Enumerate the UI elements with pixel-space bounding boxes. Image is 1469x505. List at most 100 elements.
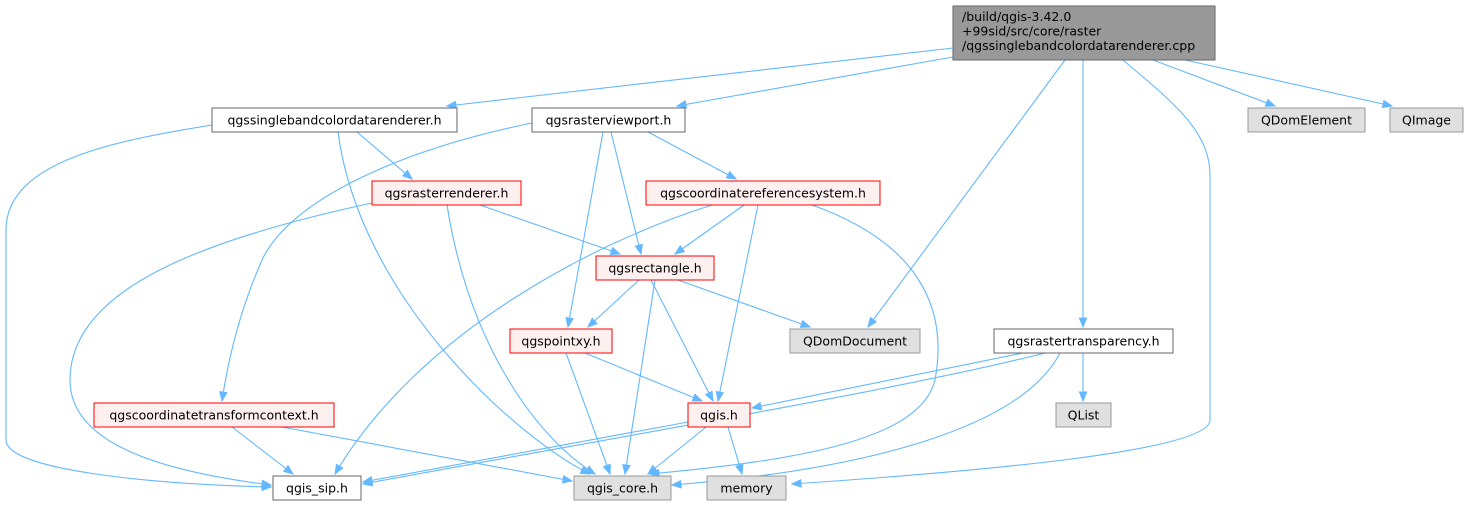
node-box bbox=[272, 475, 362, 501]
node-box bbox=[93, 402, 335, 428]
edge-arrowhead bbox=[750, 401, 763, 411]
edge-arrowhead bbox=[602, 463, 611, 476]
edge-qgssinglebandcolordatarenderer_h-to-qgsrasterrenderer_h bbox=[356, 131, 414, 180]
node-qgis-sip-h[interactable]: qgis_sip.h bbox=[272, 475, 362, 501]
edge-line bbox=[567, 131, 604, 328]
node-box bbox=[789, 328, 921, 354]
edge-arrowhead bbox=[361, 476, 374, 485]
edge-arrowhead bbox=[670, 479, 682, 489]
edge-line bbox=[717, 204, 759, 402]
edge-root-to-memory bbox=[790, 59, 1211, 488]
node-box bbox=[531, 107, 686, 133]
edge-arrowhead bbox=[445, 100, 457, 110]
node-memory: memory bbox=[706, 475, 787, 501]
edge-line bbox=[649, 204, 939, 475]
edge-qgsrastertransparency_h-to-qgis_h bbox=[750, 352, 1024, 411]
edge-arrowhead bbox=[646, 464, 659, 475]
node-box bbox=[211, 107, 458, 133]
node-qgis-core-h: qgis_core.h bbox=[573, 475, 672, 501]
edge-arrowhead bbox=[334, 463, 344, 476]
edge-line bbox=[231, 426, 294, 475]
node-qgscoordinatereferencesystem-h[interactable]: qgscoordinatereferencesystem.h bbox=[645, 180, 881, 206]
edge-line bbox=[362, 421, 689, 483]
node-box bbox=[1389, 107, 1464, 133]
node-label: qgsrasterrenderer.h bbox=[385, 186, 509, 201]
edge-arrowhead bbox=[1381, 99, 1394, 109]
node-box bbox=[645, 180, 881, 206]
edge-qgsrectangle_h-to-qgis_core_h bbox=[622, 279, 656, 476]
node-qgssinglebandcolordatarenderer-h[interactable]: qgssinglebandcolordatarenderer.h bbox=[211, 107, 458, 133]
edge-arrowhead bbox=[1078, 317, 1088, 329]
edge-line bbox=[624, 279, 656, 475]
node-qgsrasterviewport-h[interactable]: qgsrasterviewport.h bbox=[531, 107, 686, 133]
node-qimage: QImage bbox=[1389, 107, 1464, 133]
node-label: QDomElement bbox=[1261, 113, 1352, 128]
node-label: memory bbox=[720, 481, 773, 496]
edge-arrowhead bbox=[725, 170, 738, 180]
node-label: qgsrectangle.h bbox=[608, 261, 701, 276]
edge-arrowhead bbox=[673, 244, 686, 255]
node-box bbox=[687, 402, 751, 428]
node-label: +99sid/src/core/raster bbox=[962, 24, 1102, 39]
node-box bbox=[595, 255, 715, 281]
node-root[interactable]: /build/qgis-3.42.0+99sid/src/core/raster… bbox=[952, 5, 1216, 61]
edge-qgsrectangle_h-to-qgis_h bbox=[650, 279, 714, 403]
node-box bbox=[1247, 107, 1366, 133]
edge-qgsrasterviewport_h-to-qgspointxy_h bbox=[565, 131, 604, 329]
edge-qgsrectangle_h-to-qgspointxy_h bbox=[587, 279, 640, 328]
node-qdomelement: QDomElement bbox=[1247, 107, 1366, 133]
edge-qgscoordinatereferencesystem_h-to-qgsrectangle_h bbox=[673, 204, 745, 255]
edge-arrowhead bbox=[715, 390, 725, 403]
edge-arrowhead bbox=[634, 243, 643, 256]
edge-line bbox=[334, 204, 713, 475]
node-qgis-h[interactable]: qgis.h bbox=[687, 402, 751, 428]
edge-line bbox=[647, 131, 737, 180]
node-label: QImage bbox=[1402, 113, 1451, 128]
node-label: qgis.h bbox=[700, 408, 738, 423]
edge-arrowhead bbox=[675, 100, 688, 109]
edge-root-to-qgsrastertransparency_h bbox=[1078, 60, 1088, 329]
edge-qgscoordinatereferencesystem_h-to-qgis_sip_h bbox=[334, 204, 713, 476]
edge-arrowhead bbox=[735, 463, 744, 476]
edge-line bbox=[587, 279, 640, 328]
edge-line bbox=[647, 426, 707, 475]
edge-root-to-qimage bbox=[1184, 59, 1394, 109]
edge-qgsrasterviewport_h-to-qgscoordinatereferencesystem_h bbox=[647, 131, 738, 180]
edge-qgis_h-to-qgis_core_h bbox=[646, 426, 707, 475]
edge-arrowhead bbox=[691, 393, 704, 402]
edge-line bbox=[565, 352, 611, 475]
edge-qgspointxy_h-to-qgis_core_h bbox=[565, 352, 611, 476]
edge-qgsrasterrenderer_h-to-qgsrectangle_h bbox=[479, 204, 622, 255]
edge-root-to-qgsrasterviewport_h bbox=[675, 56, 954, 109]
edge-qgscoordinatetransformcontext_h-to-qgis_sip_h bbox=[231, 426, 295, 475]
edge-arrowhead bbox=[1078, 391, 1088, 403]
node-label: /qgssinglebandcolordatarenderer.cpp bbox=[962, 38, 1195, 53]
edge-line bbox=[791, 59, 1211, 485]
edge-arrowhead bbox=[867, 316, 878, 329]
edge-line bbox=[446, 47, 954, 107]
edge-arrowhead bbox=[261, 479, 273, 489]
node-qgsrasterrenderer-h[interactable]: qgsrasterrenderer.h bbox=[371, 180, 522, 206]
node-qgsrastertransparency-h[interactable]: qgsrastertransparency.h bbox=[993, 328, 1174, 354]
node-qdomdocument: QDomDocument bbox=[789, 328, 921, 354]
edge-arrowhead bbox=[219, 390, 228, 403]
edge-qgis_h-to-qgis_sip_h bbox=[361, 421, 689, 485]
edge-line bbox=[69, 202, 373, 486]
node-label: qgis_core.h bbox=[587, 481, 658, 496]
node-qgsrectangle-h[interactable]: qgsrectangle.h bbox=[595, 255, 715, 281]
node-box bbox=[371, 180, 522, 206]
edge-arrowhead bbox=[609, 246, 622, 255]
edge-qgsrasterrenderer_h-to-qgis_sip_h bbox=[69, 202, 373, 489]
node-qgscoordinatetransformcontext-h[interactable]: qgscoordinatetransformcontext.h bbox=[93, 402, 335, 428]
node-box bbox=[952, 5, 1216, 61]
edge-qgsrasterrenderer_h-to-qgis_core_h bbox=[446, 204, 597, 475]
edge-arrowhead bbox=[790, 479, 802, 488]
edge-qgsrasterviewport_h-to-qgsrectangle_h bbox=[610, 131, 643, 256]
edge-arrowhead bbox=[584, 465, 597, 475]
node-label: /build/qgis-3.42.0 bbox=[962, 9, 1071, 24]
edge-root-to-qgssinglebandcolordatarenderer_h bbox=[445, 47, 954, 110]
nodes-layer: /build/qgis-3.42.0+99sid/src/core/raster… bbox=[93, 5, 1464, 501]
node-box bbox=[509, 328, 613, 354]
node-qgspointxy-h[interactable]: qgspointxy.h bbox=[509, 328, 613, 354]
node-label: qgsrasterviewport.h bbox=[546, 113, 672, 128]
